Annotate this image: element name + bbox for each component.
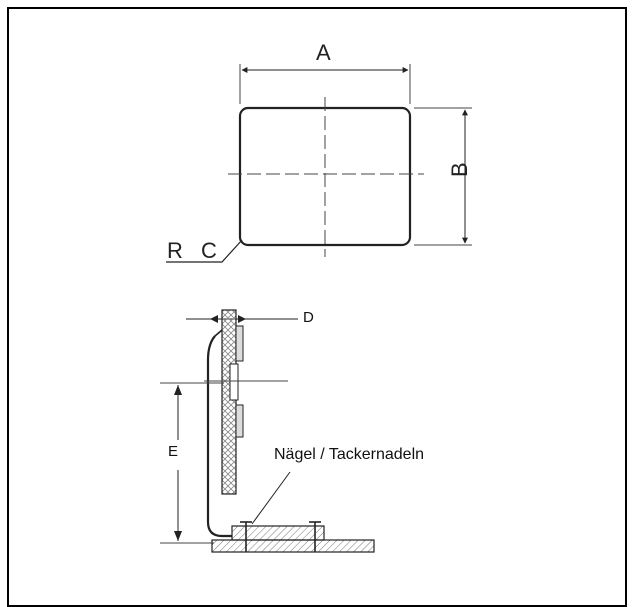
- label-b: B: [447, 162, 472, 177]
- vertical-panel: [221, 309, 237, 495]
- label-rc: R C: [167, 238, 223, 263]
- nails: [240, 521, 321, 552]
- label-a: A: [316, 40, 331, 65]
- label-e: E: [168, 443, 179, 460]
- top-view: [166, 64, 472, 263]
- angle-bracket: [206, 335, 232, 538]
- base-plate-floor: [211, 539, 375, 553]
- radius-leader: [166, 239, 243, 263]
- label-d: D: [303, 309, 314, 326]
- label-nails: Nägel / Tackernadeln: [274, 446, 425, 463]
- side-view: [160, 309, 375, 553]
- nails-leader: [251, 471, 291, 525]
